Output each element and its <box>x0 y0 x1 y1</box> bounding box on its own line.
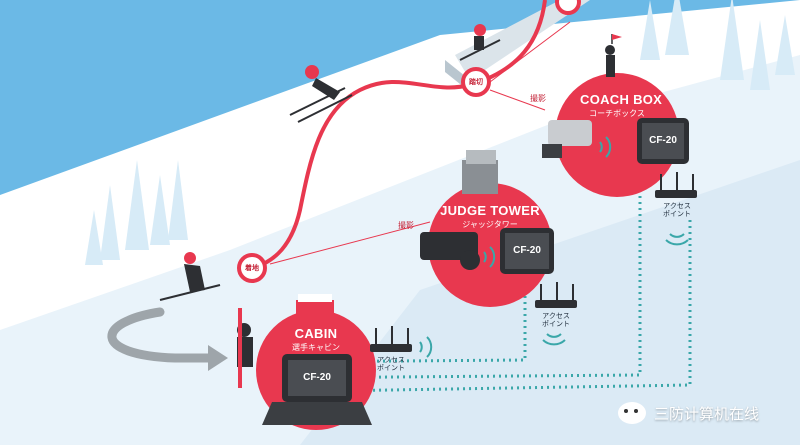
cabin-hut <box>296 294 334 326</box>
access-point-label-cabin: アクセス ポイント <box>371 356 411 372</box>
outrun-arrow-head <box>208 345 228 371</box>
outrun-arrow <box>107 307 217 363</box>
coach-box-subtitle: コーチボックス <box>589 109 645 118</box>
coach-tablet <box>637 118 689 164</box>
tree-group-right <box>640 0 795 90</box>
coach-camera <box>542 120 592 158</box>
judge-tower-subtitle: ジャッジタワー <box>462 220 518 229</box>
shoot-arrow-coach <box>489 89 546 111</box>
jumper-landing <box>159 252 221 301</box>
judge-tablet <box>500 228 554 274</box>
watermark-text: 三防计算机在线 <box>654 404 760 423</box>
coach-device-label: CF-20 <box>649 135 677 146</box>
coach-circle <box>555 73 679 197</box>
coach-box-label: COACH BOX コーチボックス <box>580 92 663 119</box>
coach-vertical-line <box>489 21 571 83</box>
access-point-line1: アクセス <box>663 202 691 210</box>
wifi-signals <box>419 136 689 358</box>
jumper-top <box>459 24 501 61</box>
tree-group-left <box>85 160 188 265</box>
skier-standing <box>237 308 253 388</box>
router-cabin <box>370 326 412 352</box>
router-judge <box>535 282 577 308</box>
jump-ramp <box>455 0 590 80</box>
judge-tower-building <box>462 150 498 194</box>
shoot-arrow-judge <box>269 221 431 265</box>
landing-label: 着地 <box>245 264 259 272</box>
judge-camera <box>420 232 480 270</box>
coach-person <box>605 34 622 77</box>
access-point-line1: アクセス <box>377 356 405 364</box>
flight-path <box>251 0 547 270</box>
access-point-label-judge: アクセス ポイント <box>536 312 576 328</box>
judge-device-label: CF-20 <box>513 245 541 256</box>
top-marker <box>555 0 581 15</box>
watermark: 三防计算机在线 <box>618 398 759 428</box>
shoot-label-upper: 撮影 <box>530 94 546 103</box>
access-point-line2: ポイント <box>377 364 405 372</box>
access-point-line1: アクセス <box>542 312 570 320</box>
cabin-subtitle: 選手キャビン <box>292 343 340 352</box>
judge-tower-label: JUDGE TOWER ジャッジタワー <box>440 203 540 230</box>
jumper-air <box>289 65 353 123</box>
wechat-icon <box>618 402 646 424</box>
takeoff-label: 踏切 <box>469 78 483 86</box>
judge-tower-title: JUDGE TOWER <box>440 203 540 218</box>
cabin-title: CABIN <box>294 326 338 341</box>
takeoff-marker <box>461 67 491 97</box>
cabin-label: CABIN 選手キャビン <box>286 326 346 353</box>
router-coach <box>655 172 697 198</box>
cabin-device-label: CF-20 <box>303 372 331 383</box>
access-point-line2: ポイント <box>542 320 570 328</box>
shoot-label-lower: 撮影 <box>398 221 414 230</box>
cabin-laptop <box>262 354 372 425</box>
coach-box-title: COACH BOX <box>580 92 663 107</box>
landing-marker <box>237 253 267 283</box>
access-point-label-coach: アクセス ポイント <box>657 202 697 218</box>
judge-circle <box>428 183 552 307</box>
access-point-line2: ポイント <box>663 210 691 218</box>
